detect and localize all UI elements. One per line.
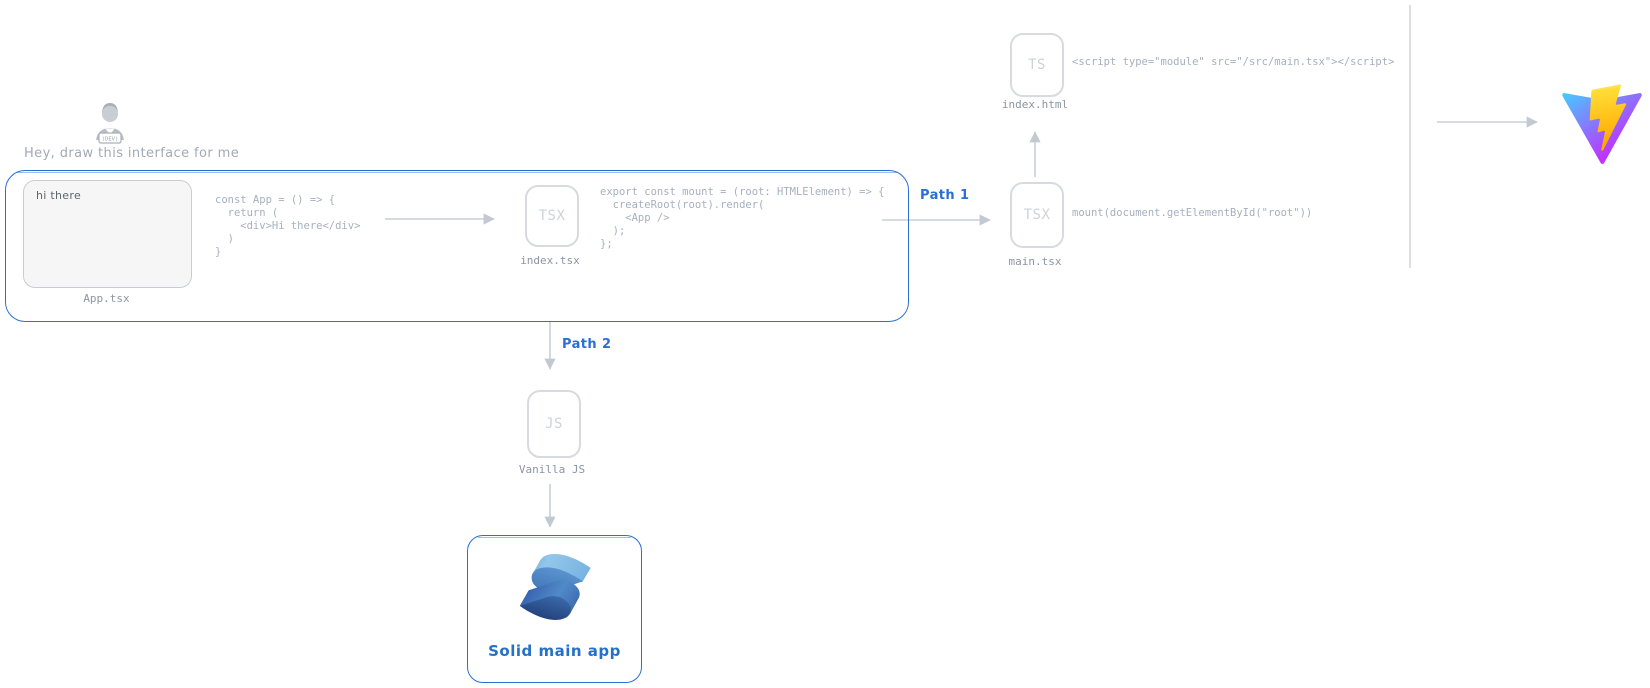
vite-bolt-shape [1589, 84, 1627, 151]
mount-code-snippet: export const mount = (root: HTMLElement)… [600, 186, 885, 250]
script-tag-snippet: <script type="module" src="/src/main.tsx… [1072, 56, 1395, 68]
avatar-face [102, 106, 118, 122]
vanillajs-label: Vanilla JS [518, 463, 586, 476]
tsx-file-icon-maintsx: TSX [1010, 182, 1064, 248]
app-preview-text: hi there [36, 189, 82, 202]
ts-file-icon-indexhtml: TS [1010, 33, 1064, 97]
solidjs-logo [519, 554, 591, 620]
solid-app-box: Solid main app [467, 535, 642, 683]
solid-logo-bottom [519, 596, 571, 620]
indexhtml-file-label: index.html [1001, 98, 1069, 111]
tsx-file-icon-text: TSX [1023, 207, 1051, 223]
avatar-hair [102, 103, 118, 114]
tsx-file-icon-indextsx: TSX [525, 185, 579, 247]
js-file-icon-text: JS [545, 416, 563, 432]
shared-code-group-box [5, 170, 909, 322]
maintsx-file-label: main.tsx [1008, 255, 1062, 268]
main-code-snippet: mount(document.getElementById("root")) [1072, 207, 1313, 219]
path1-label: Path 1 [920, 188, 970, 203]
solid-app-label: Solid main app [488, 642, 621, 660]
app-code-snippet: const App = () => { return ( <div>Hi the… [215, 194, 361, 258]
avatar-badge-text: (DEV) [102, 137, 119, 143]
vite-logo [1562, 84, 1642, 164]
developer-avatar-icon: (DEV) [96, 103, 124, 144]
avatar-name-tag [98, 132, 122, 144]
app-file-label: App.tsx [83, 292, 130, 305]
tsx-file-icon-text: TSX [538, 208, 566, 224]
avatar-collar [105, 128, 115, 135]
ts-file-icon-text: TS [1028, 57, 1046, 73]
indextsx-file-label: index.tsx [520, 254, 580, 267]
dev-caption: Hey, draw this interface for me [24, 146, 240, 161]
app-preview-card: hi there [23, 180, 192, 288]
js-file-icon-vanillajs: JS [527, 390, 581, 458]
path2-label: Path 2 [562, 337, 612, 352]
